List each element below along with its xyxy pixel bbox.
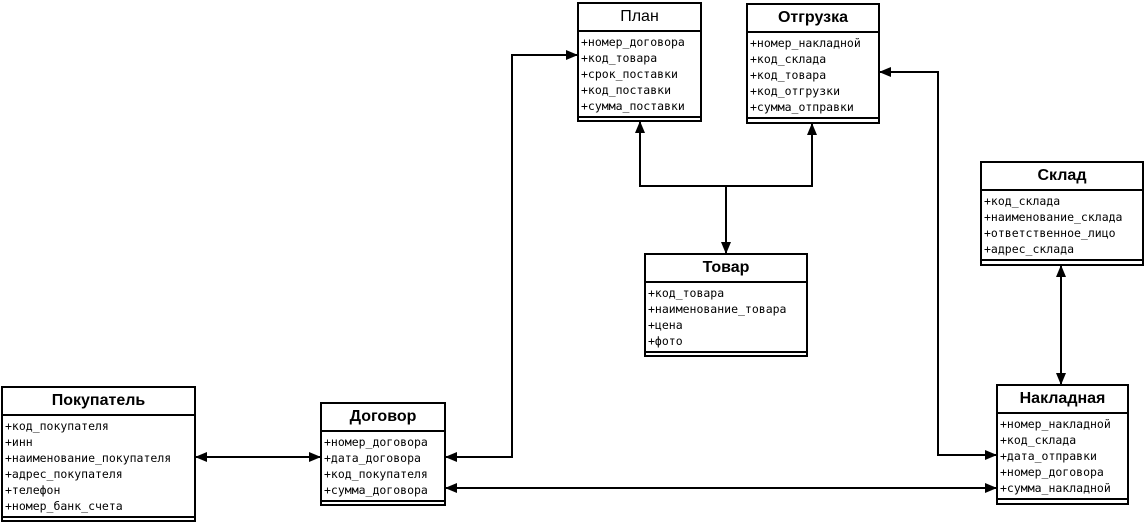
attribute: +код_отгрузки	[750, 84, 841, 98]
attribute: +код_поставки	[581, 83, 672, 97]
attribute: +фото	[648, 334, 683, 348]
attribute: +инн	[5, 435, 33, 449]
attribute: +код_товара	[581, 51, 658, 65]
link-plan-tovar	[635, 121, 731, 254]
attribute: +адрес_покупателя	[5, 467, 123, 481]
entity-title: Склад	[982, 163, 1142, 191]
entity-sklad[interactable]: Склад +код_склада +наименование_склада +…	[980, 161, 1144, 266]
attribute: +номер_договора	[581, 35, 685, 49]
attribute: +код_товара	[750, 68, 827, 82]
attribute: +сумма_накладной	[1000, 481, 1111, 495]
attribute-list: +код_товара +наименование_товара +цена +…	[646, 283, 806, 353]
attribute: +код_покупателя	[324, 467, 428, 481]
methods-section	[982, 261, 1142, 267]
attribute: +адрес_склада	[984, 242, 1075, 256]
attribute: +ответственное_лицо	[984, 226, 1116, 240]
attribute: +код_склада	[750, 52, 827, 66]
attribute-list: +код_покупателя +инн +наименование_покуп…	[3, 416, 194, 518]
link-otgruzka-nakladnaya	[879, 67, 997, 460]
attribute: +номер_накладной	[750, 36, 861, 50]
entity-title: Покупатель	[3, 388, 194, 416]
entity-pokupatel[interactable]: Покупатель +код_покупателя +инн +наимено…	[1, 386, 196, 522]
attribute: +наименование_склада	[984, 210, 1123, 224]
methods-section	[322, 502, 444, 508]
attribute-list: +номер_договора +код_товара +срок_постав…	[579, 32, 700, 118]
attribute: +сумма_договора	[324, 483, 428, 497]
entity-title: Товар	[646, 255, 806, 283]
methods-section	[3, 518, 194, 524]
attribute: +номер_накладной	[1000, 417, 1111, 431]
attribute: +срок_поставки	[581, 67, 678, 81]
attribute-list: +номер_договора +дата_договора +код_поку…	[322, 432, 444, 502]
link-otgruzka-tovar	[726, 123, 817, 187]
entity-dogovor[interactable]: Договор +номер_договора +дата_договора +…	[320, 402, 446, 506]
entity-title: План	[579, 4, 700, 32]
attribute-list: +код_склада +наименование_склада +ответс…	[982, 191, 1142, 261]
attribute: +номер_договора	[324, 435, 428, 449]
attribute: +наименование_товара	[648, 302, 787, 316]
attribute: +код_товара	[648, 286, 725, 300]
attribute: +телефон	[5, 483, 61, 497]
methods-section	[646, 353, 806, 359]
attribute: +код_покупателя	[5, 419, 109, 433]
link-dogovor-plan	[445, 50, 578, 462]
entity-otgruzka[interactable]: Отгрузка +номер_накладной +код_склада +к…	[746, 3, 880, 124]
entity-tovar[interactable]: Товар +код_товара +наименование_товара +…	[644, 253, 808, 357]
attribute: +сумма_отправки	[750, 100, 854, 114]
attribute: +цена	[648, 318, 683, 332]
attribute-list: +номер_накладной +код_склада +код_товара…	[748, 33, 878, 119]
methods-section	[998, 500, 1127, 506]
entity-plan[interactable]: План +номер_договора +код_товара +срок_п…	[577, 2, 702, 122]
methods-section	[579, 118, 700, 124]
attribute: +номер_договора	[1000, 465, 1104, 479]
entity-title: Отгрузка	[748, 5, 878, 33]
entity-nakladnaya[interactable]: Накладная +номер_накладной +код_склада +…	[996, 384, 1129, 505]
attribute: +код_склада	[984, 194, 1061, 208]
attribute: +номер_банк_счета	[5, 499, 123, 513]
entity-title: Договор	[322, 404, 444, 432]
attribute: +сумма_поставки	[581, 99, 685, 113]
attribute: +код_склада	[1000, 433, 1077, 447]
attribute: +дата_отправки	[1000, 449, 1097, 463]
attribute: +наименование_покупателя	[5, 451, 172, 465]
methods-section	[748, 119, 878, 125]
attribute: +дата_договора	[324, 451, 421, 465]
attribute-list: +номер_накладной +код_склада +дата_отпра…	[998, 414, 1127, 500]
entity-title: Накладная	[998, 386, 1127, 414]
